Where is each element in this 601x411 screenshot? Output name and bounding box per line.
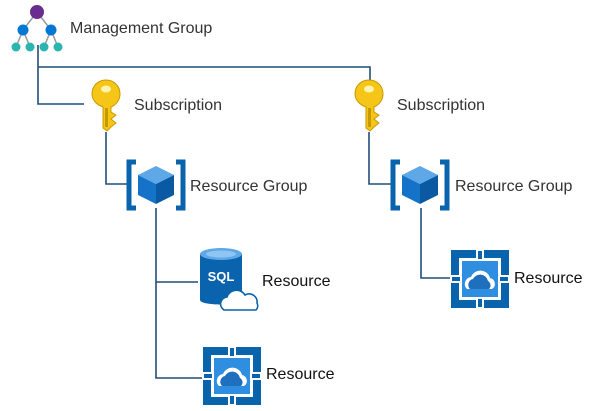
cube-icon [390, 159, 450, 211]
app-service-icon [202, 346, 262, 406]
resource-label-sql: Resource [262, 273, 331, 290]
resource-node-sql: SQL Resource [200, 248, 331, 311]
resource-label-app-left: Resource [266, 366, 335, 383]
key-icon [354, 79, 384, 132]
sql-badge: SQL [208, 269, 235, 284]
subscription-node-right: Subscription [354, 79, 485, 132]
connector-lines [37, 45, 450, 379]
resource-node-app-left: Resource [202, 346, 335, 406]
subscription-node-left: Subscription [91, 79, 222, 132]
resource-node-app-right: Resource [450, 249, 583, 309]
app-service-icon [450, 249, 510, 309]
subscription-label-left: Subscription [134, 97, 222, 114]
resource-label-app-right: Resource [514, 270, 583, 287]
management-group-label: Management Group [70, 20, 212, 37]
resource-group-label-right: Resource Group [455, 178, 572, 195]
sql-database-icon: SQL [200, 248, 259, 311]
resource-group-node-left: Resource Group [126, 159, 307, 211]
management-group-node: Management Group [11, 5, 212, 52]
resource-group-label-left: Resource Group [190, 178, 307, 195]
resource-group-node-right: Resource Group [390, 159, 572, 211]
key-icon [91, 79, 121, 132]
subscription-label-right: Subscription [397, 97, 485, 114]
cube-icon [126, 159, 186, 211]
management-group-icon [11, 5, 63, 52]
